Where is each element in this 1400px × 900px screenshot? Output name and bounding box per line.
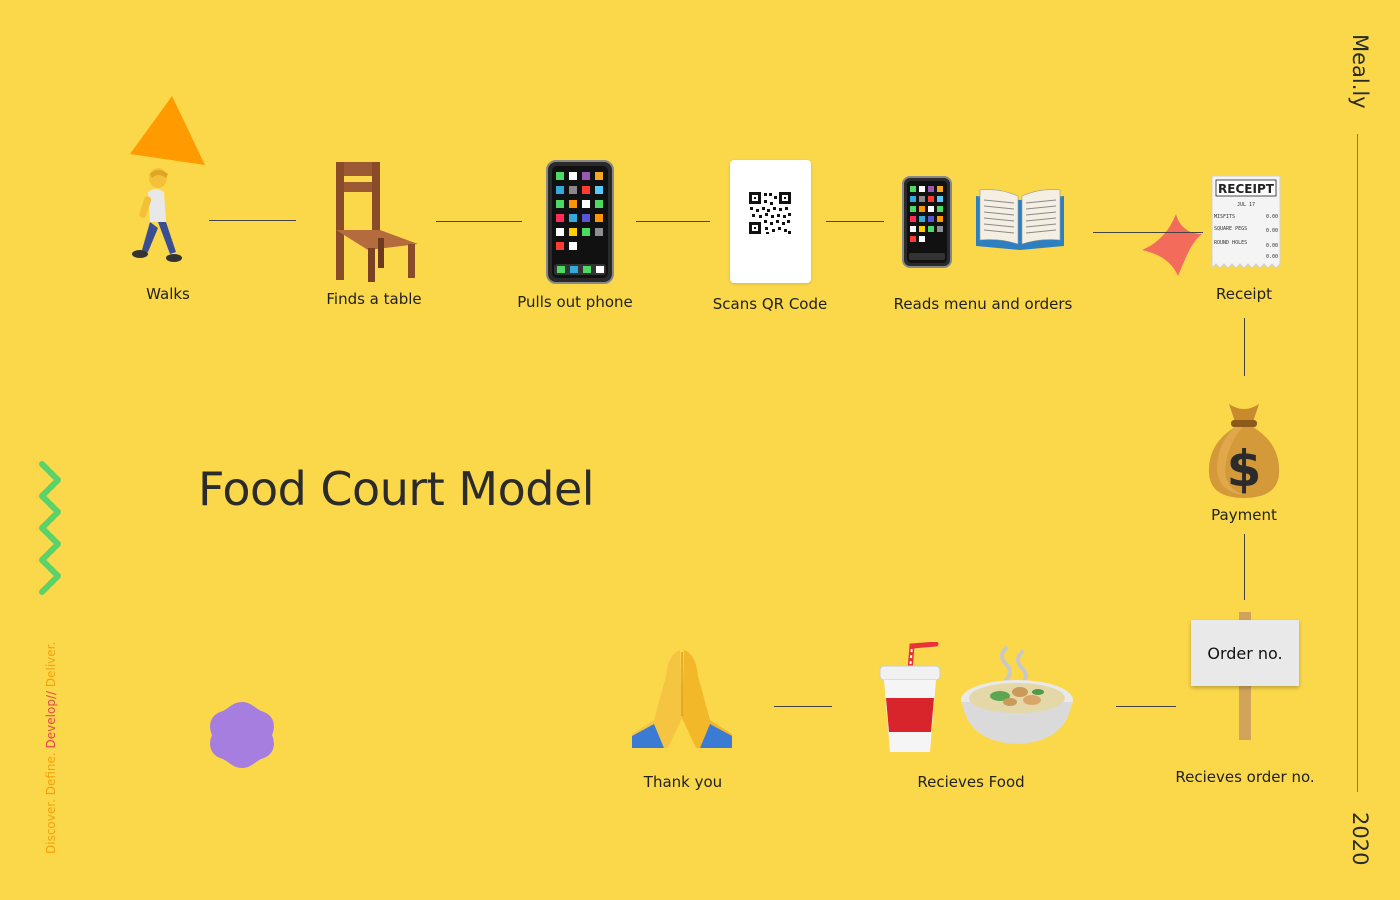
qr-code-card [730,160,811,283]
mobile-phone-icon [546,160,614,284]
step-label-recieves-food: Recieves Food [917,773,1025,791]
receipt-line-item: ROUND HOLES [1214,240,1247,246]
timeline-divider [1357,134,1358,792]
year-label: 2020 [1348,812,1372,866]
receipt-line-item: MISFITS [1214,214,1235,220]
step-label-finds-table: Finds a table [326,290,422,308]
receipt-line-item: SQUARE PEGS [1214,226,1247,232]
mobile-phone-icon [902,176,952,268]
receipt-header: RECEIPT [1218,182,1275,196]
phase-develop: Develop [44,699,58,749]
open-book-icon [976,189,1064,250]
step-label-payment: Payment [1211,506,1277,524]
step-label-reads-menu: Reads menu and orders [893,295,1073,313]
connector-line [636,221,710,222]
receipt-line-price: 0.00 [1266,214,1278,220]
drink-cup-icon [879,642,941,752]
connector-line [1244,534,1245,600]
coral-star-decoration [1142,214,1202,276]
receipt-line-price: 0.00 [1266,228,1278,234]
phase-define: Define. [44,752,58,796]
connector-line [1244,318,1245,376]
receipt-line-price: 0.00 [1266,254,1278,260]
green-zigzag-decoration [39,461,61,595]
connector-line [826,221,884,222]
connector-line [1116,706,1176,707]
step-label-scans-qr: Scans QR Code [712,295,828,313]
phase-separator: // [44,690,58,700]
connector-line [774,706,832,707]
receipt-date: JUL 17 [1237,202,1255,208]
food-bowl-icon [961,646,1073,744]
connector-line [436,221,522,222]
brand-name: Meal.ly [1348,34,1372,109]
receipt-icon: RECEIPT JUL 17 MISFITS 0.00 SQUARE PEGS … [1211,175,1281,270]
orange-triangle-decoration [130,96,205,165]
money-bag-icon: $ [1208,404,1280,498]
receipt-line-price: 0.00 [1266,243,1278,249]
purple-blob-decoration [210,702,274,768]
phase-deliver: Deliver. [44,641,58,688]
step-label-receipt: Receipt [1215,285,1273,303]
connector-line [1093,232,1203,233]
step-label-thank-you: Thank you [643,773,723,791]
step-label-walks: Walks [146,285,190,303]
phase-discover: Discover. [44,799,58,854]
diagram-title: Food Court Model [198,462,595,516]
praying-hands-icon [632,650,732,748]
step-label-pulls-phone: Pulls out phone [517,293,633,311]
order-number-sign: Order no. [1191,620,1299,686]
walking-person-icon [132,168,182,262]
chair-icon [336,162,418,282]
step-label-order-no: Recieves order no. [1175,768,1315,786]
svg-text:$: $ [1227,440,1262,498]
phase-labels: Discover. Define. Develop// Deliver. [44,632,64,854]
qr-code-icon [749,192,791,234]
connector-line [209,220,296,221]
